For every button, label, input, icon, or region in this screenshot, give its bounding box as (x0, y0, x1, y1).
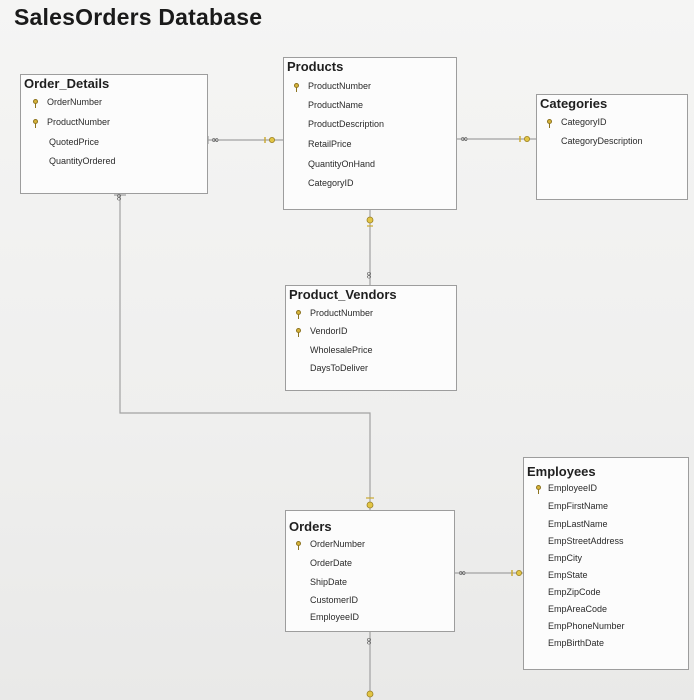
field-productname[interactable]: ProductName (308, 100, 364, 110)
field-categoryid[interactable]: CategoryID (561, 117, 607, 127)
field-shipdate[interactable]: ShipDate (310, 577, 348, 587)
field-ordernumber[interactable]: OrderNumber (47, 97, 103, 107)
primary-key-icon (536, 485, 541, 494)
field-emplastname[interactable]: EmpLastName (548, 519, 608, 529)
table-title: Orders (289, 519, 332, 534)
infinity-icon: ∞ (363, 637, 374, 645)
page-title: SalesOrders Database (14, 4, 263, 30)
field-productnumber[interactable]: ProductNumber (47, 117, 111, 127)
table-products[interactable]: Products ProductNumber ProductName Produ… (283, 57, 457, 210)
table-title: Product_Vendors (289, 287, 397, 302)
field-empzipcode[interactable]: EmpZipCode (548, 587, 601, 597)
table-title: Categories (540, 96, 608, 111)
field-empstate[interactable]: EmpState (548, 570, 588, 580)
field-empcity[interactable]: EmpCity (548, 553, 583, 563)
primary-key-icon (33, 119, 38, 128)
primary-key-icon (33, 99, 38, 108)
field-employeeid[interactable]: EmployeeID (310, 612, 360, 622)
field-productdescription[interactable]: ProductDescription (308, 119, 385, 129)
primary-key-icon (547, 119, 552, 128)
infinity-icon: ∞ (113, 193, 124, 201)
table-orders[interactable]: Orders OrderNumber OrderDate ShipDate Cu… (285, 510, 455, 632)
field-retailprice[interactable]: RetailPrice (308, 139, 352, 149)
field-employeeid[interactable]: EmployeeID (548, 483, 598, 493)
table-product-vendors[interactable]: Product_Vendors ProductNumber VendorID W… (285, 285, 457, 391)
field-categoryid[interactable]: CategoryID (308, 178, 354, 188)
table-categories[interactable]: Categories CategoryID CategoryDescriptio… (536, 94, 688, 200)
field-quantityordered[interactable]: QuantityOrdered (49, 156, 116, 166)
infinity-icon: ∞ (458, 568, 466, 579)
field-quantityonhand[interactable]: QuantityOnHand (308, 159, 376, 169)
field-customerid[interactable]: CustomerID (310, 595, 359, 605)
field-empfirstname[interactable]: EmpFirstName (548, 501, 609, 511)
field-productnumber[interactable]: ProductNumber (308, 81, 372, 91)
table-title: Products (287, 59, 344, 74)
infinity-icon: ∞ (363, 271, 374, 279)
field-empphonenumber[interactable]: EmpPhoneNumber (548, 621, 625, 631)
field-orderdate[interactable]: OrderDate (310, 558, 353, 568)
field-productnumber[interactable]: ProductNumber (310, 308, 374, 318)
field-daystodeliver[interactable]: DaysToDeliver (310, 363, 369, 373)
infinity-icon: ∞ (460, 134, 468, 145)
primary-key-icon (296, 328, 301, 337)
field-categorydescription[interactable]: CategoryDescription (561, 136, 643, 146)
field-empareacode[interactable]: EmpAreaCode (548, 604, 608, 614)
field-vendorid[interactable]: VendorID (310, 326, 348, 336)
field-empstreetaddress[interactable]: EmpStreetAddress (548, 536, 624, 546)
primary-key-icon (296, 541, 301, 550)
table-title: Employees (527, 464, 596, 479)
field-ordernumber[interactable]: OrderNumber (310, 539, 366, 549)
field-empbirthdate[interactable]: EmpBirthDate (548, 638, 605, 648)
rel-line-orderdetails-orders (119, 195, 371, 510)
field-wholesaleprice[interactable]: WholesalePrice (310, 345, 373, 355)
primary-key-icon (296, 310, 301, 319)
one-end-markers (114, 135, 531, 698)
table-employees[interactable]: Employees EmployeeID EmpFirstName EmpLas… (523, 457, 689, 670)
infinity-icon: ∞ (211, 135, 219, 146)
many-end-markers: ∞ ∞ ∞ ∞ ∞ ∞ (113, 134, 468, 645)
field-quotedprice[interactable]: QuotedPrice (49, 137, 100, 147)
primary-key-icon (294, 83, 299, 92)
table-title: Order_Details (24, 76, 110, 91)
table-order-details[interactable]: Order_Details OrderNumber ProductNumber … (20, 74, 208, 194)
